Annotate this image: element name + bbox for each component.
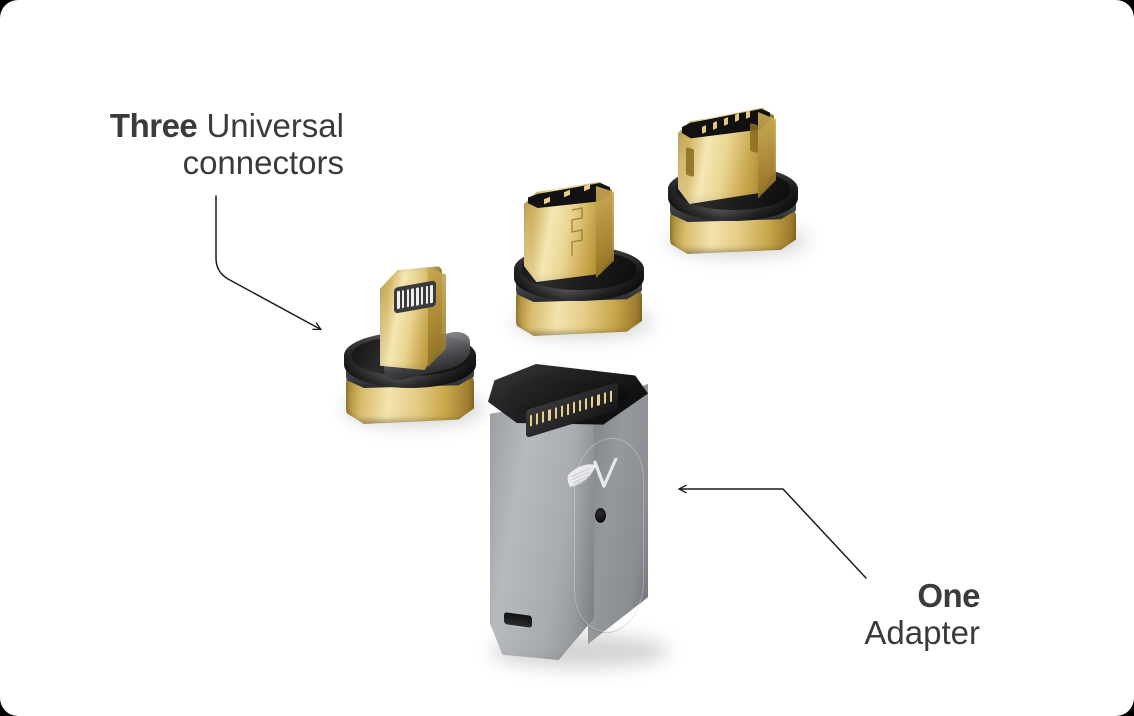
connectors-callout-arrow bbox=[215, 195, 320, 329]
micro-usb-shell-side bbox=[758, 112, 776, 199]
adapter-label-bold: One bbox=[917, 577, 980, 614]
adapter-label-line2: Adapter bbox=[864, 613, 980, 651]
usb-c-shell-side bbox=[596, 185, 614, 279]
connectors-label-line2: connectors bbox=[182, 143, 344, 181]
micro-usb-notch bbox=[750, 122, 758, 154]
adapter-label: One Adapter bbox=[660, 577, 980, 652]
connectors-label-regular: Universal bbox=[197, 107, 344, 144]
magnetic-adapter bbox=[470, 362, 690, 672]
micro-usb-notch bbox=[686, 146, 694, 178]
wing-logo bbox=[567, 458, 619, 488]
adapter-callout-arrow bbox=[680, 489, 867, 579]
led-hole bbox=[595, 508, 606, 523]
usb-c-seam bbox=[571, 207, 583, 256]
connectors-label: Three Universal connectors bbox=[0, 107, 344, 182]
usb-c-connector bbox=[502, 178, 662, 353]
micro-usb-connector bbox=[652, 104, 822, 270]
lightning-connector bbox=[332, 258, 492, 438]
connectors-label-bold: Three bbox=[109, 107, 198, 144]
